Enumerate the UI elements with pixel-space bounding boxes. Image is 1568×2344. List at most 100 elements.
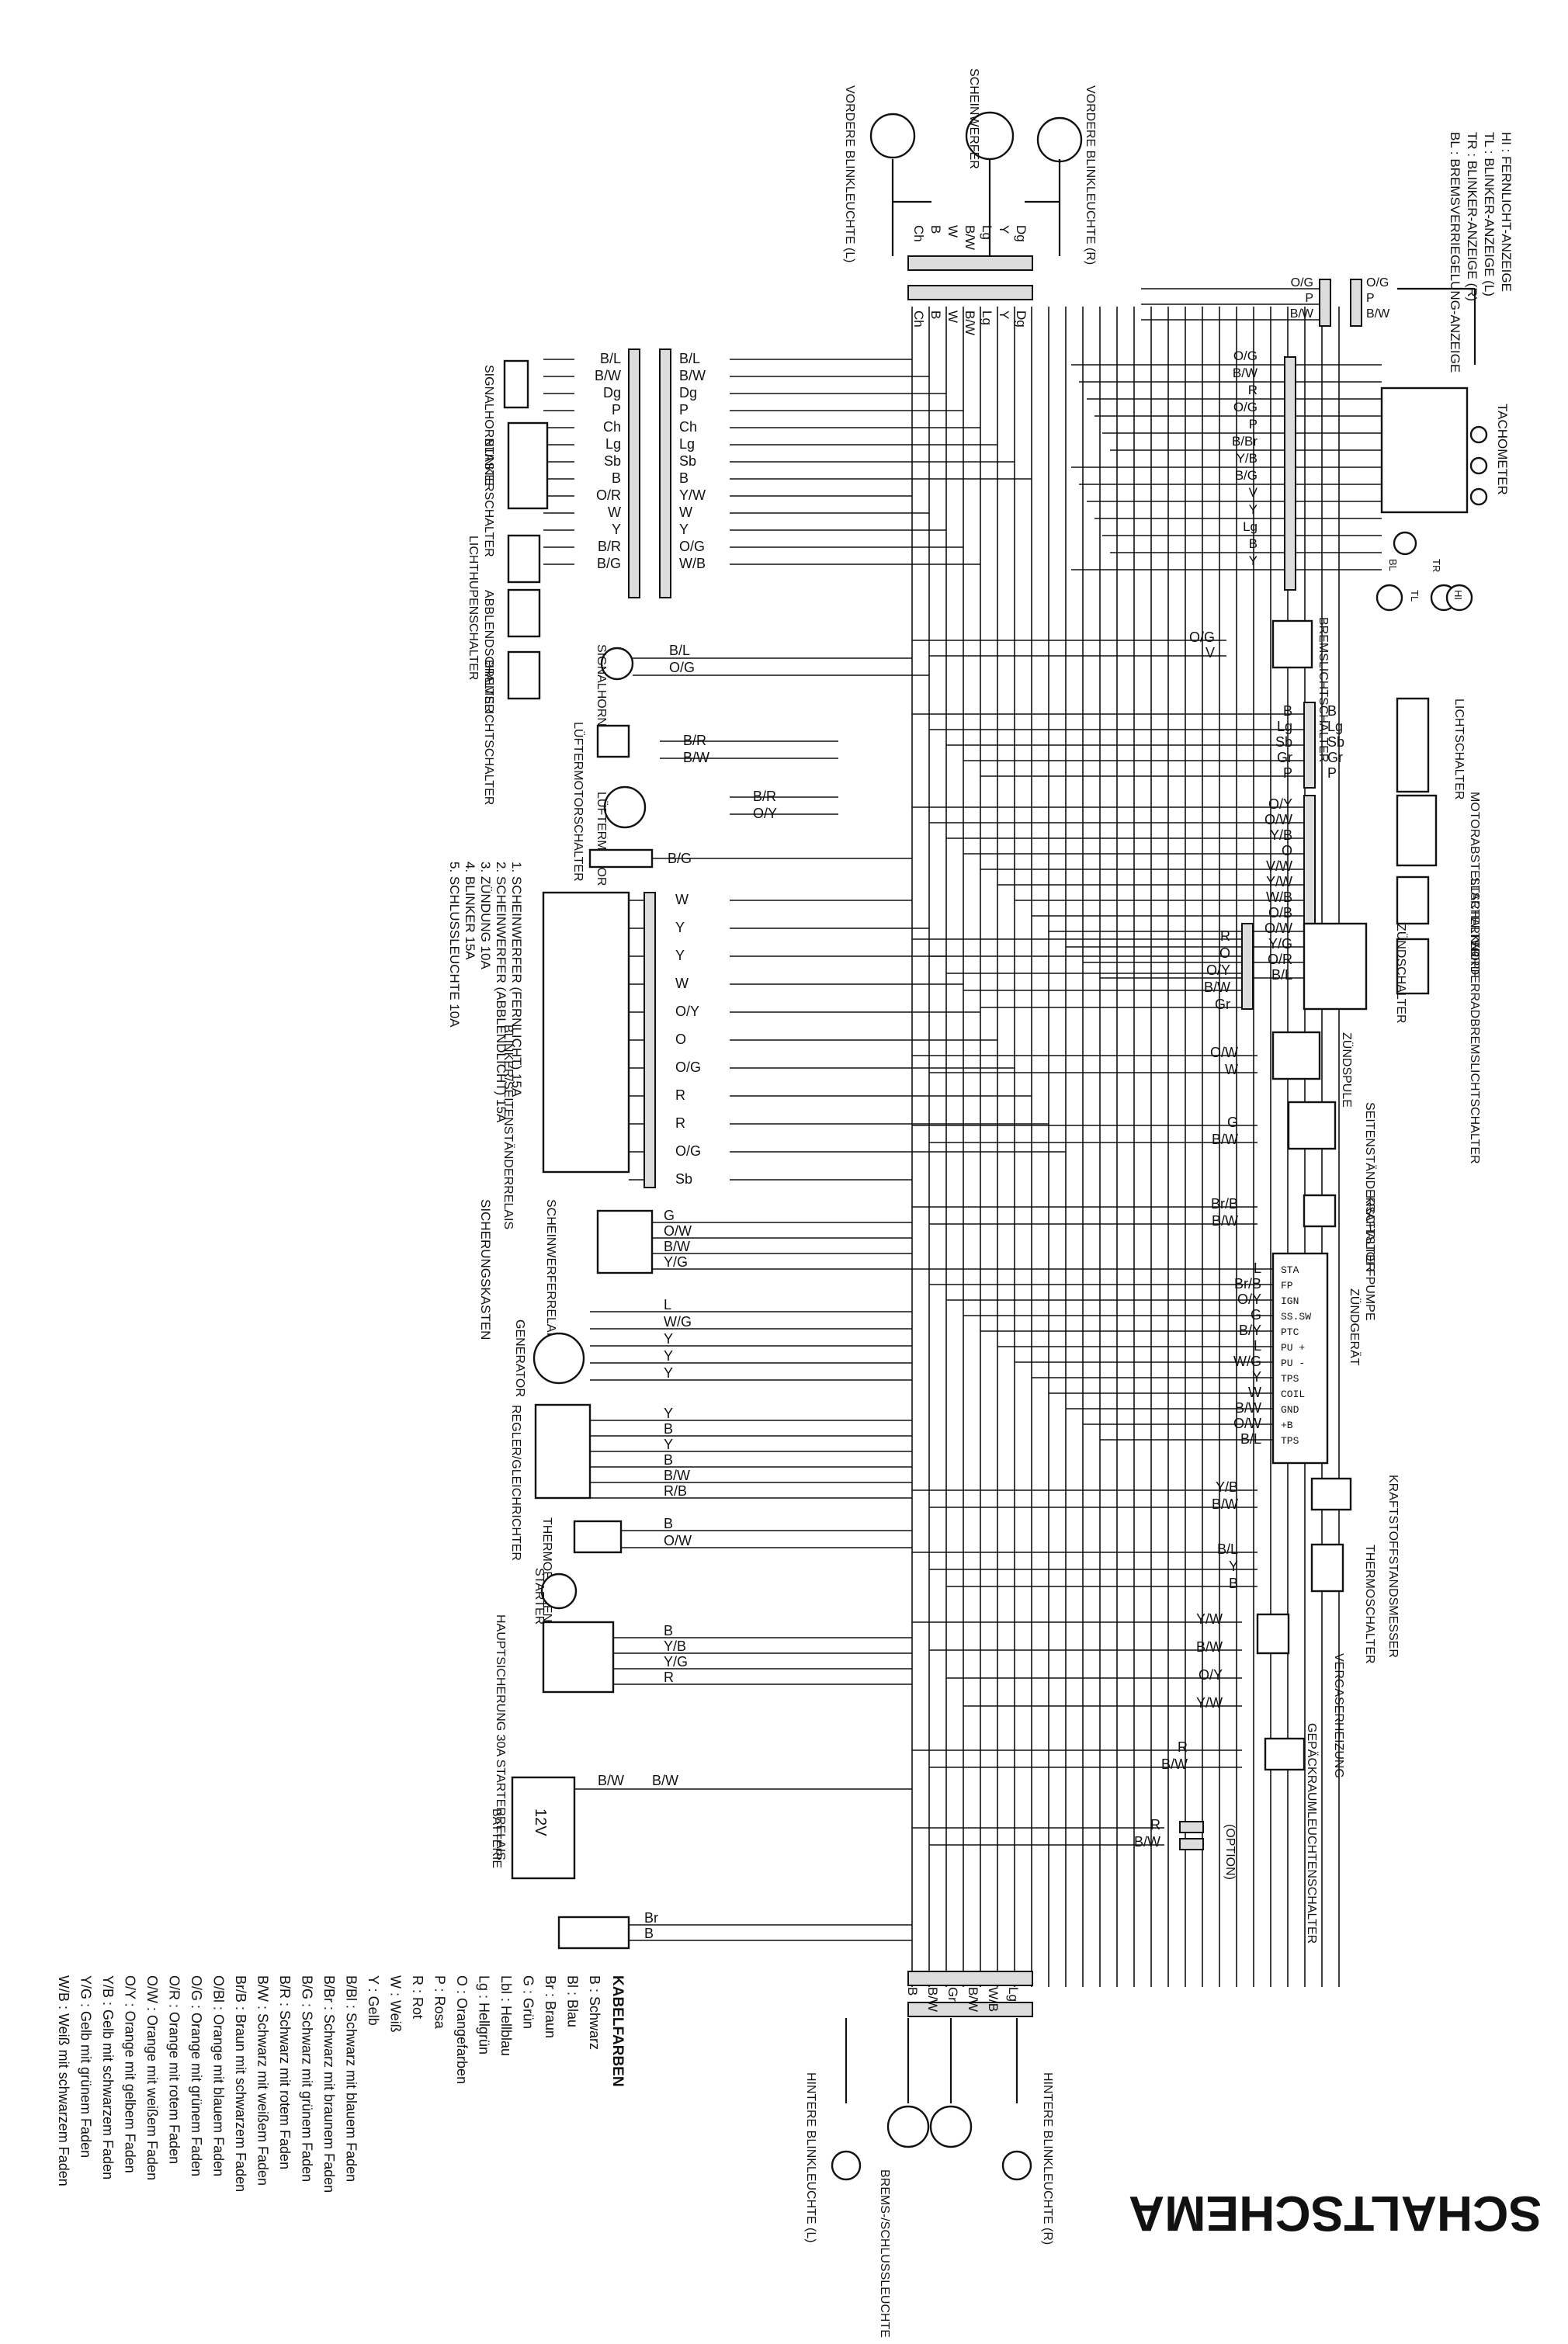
thermo-resistor-icon: [588, 848, 654, 869]
wire-color-label: Y: [1229, 1559, 1238, 1574]
component-label: STARTER: [532, 1568, 546, 1625]
component-label: HINTERE BLINKLEUCHTE (R): [1041, 2072, 1054, 2245]
front-indicator-right-icon: [1036, 116, 1083, 163]
wire-color-label: L: [664, 1297, 671, 1312]
wire-color-label: B: [1327, 703, 1337, 719]
wire-color-label: B/W: [1212, 1132, 1238, 1147]
wire-color-label: W: [675, 976, 689, 991]
wire-color-label: Y: [1249, 502, 1258, 517]
tacho-terminal-icon: [1469, 487, 1488, 506]
cable-color-entry: R : Rot: [410, 1975, 425, 2019]
cable-color-entry: O/W : Orange mit weißem Faden: [144, 1975, 160, 2180]
tachometer-label: TACHOMETER: [1495, 404, 1510, 495]
wire-color-label: Lg: [1006, 1987, 1021, 2002]
wire-color-label: V: [1249, 485, 1258, 500]
component-label: BATTERIE: [490, 1808, 503, 1868]
wire-color-label: Dg: [603, 385, 621, 400]
fuse-box: [542, 891, 630, 1174]
wire-color-label: W: [679, 505, 692, 520]
lightswitch-connector: [1303, 702, 1316, 789]
wire-color-label: O/W: [664, 1223, 692, 1239]
turn-switch-icon: [507, 421, 549, 510]
wire-color-label: Y: [997, 310, 1011, 319]
battery-icon: [511, 1776, 576, 1880]
luggage-switch-icon: [1264, 1737, 1306, 1771]
tacho-terminal-icon: [1469, 425, 1488, 444]
wire-color-label: O/G: [1189, 629, 1215, 645]
wire-color-label: Y/B: [1216, 1479, 1238, 1495]
carb-heater-icon: [1256, 1613, 1290, 1655]
cable-color-entry: B/G : Schwarz mit grünem Faden: [300, 1975, 315, 2182]
component-label: BREMSLICHTSCHALTER: [482, 660, 495, 805]
component-label: GEPÄCKRAUMLEUCHTENSCHALTER: [1305, 1723, 1319, 1944]
starter-button-icon: [1396, 876, 1430, 925]
headlight-relay-icon: [596, 1209, 654, 1274]
wire-color-label: Lg: [679, 436, 695, 452]
ignition-pin-label: FP: [1281, 1280, 1293, 1292]
component-label: MOTORABSTELLSCHALTER: [1468, 792, 1481, 958]
wire-color-label: B: [664, 1623, 673, 1638]
wire-color-label: W/B: [1266, 889, 1292, 905]
wire-color-label: B/W: [1233, 366, 1258, 380]
component-label: REGLER/GLEICHRICHTER: [509, 1405, 522, 1561]
generator-icon: [532, 1332, 585, 1385]
cable-color-entry: Y/G : Gelb mit grünem Faden: [78, 1975, 94, 2158]
wire-color-label: P: [679, 402, 689, 418]
fusebox-connector: [644, 892, 656, 1188]
dimmer-switch-icon: [507, 588, 541, 638]
wire-color-label: B/W: [1366, 307, 1390, 321]
wire-color-label: B/R: [683, 733, 706, 748]
component-label: BLINKERSCHALTER: [482, 439, 495, 557]
wire-color-label: Lg: [980, 310, 994, 325]
light-switch-icon: [1396, 697, 1430, 793]
kill-switch-icon: [1396, 794, 1438, 867]
front-indicator-left-icon: [869, 113, 916, 159]
headlight-label: SCHEINWERFER: [967, 68, 980, 169]
wire-color-label: Dg: [1014, 225, 1029, 242]
wire-color-label: V/W: [1266, 858, 1292, 874]
wire-color-label: V: [1205, 645, 1215, 661]
wire-color-label: R: [675, 1087, 685, 1103]
wire-color-label: B/W: [1196, 1639, 1223, 1655]
wire-color-label: B/G: [1235, 468, 1258, 483]
wire-color-label: Ch: [679, 419, 697, 435]
indicator-legend-item: BL : BREMSVERRIEGELUNG-ANZEIGE: [1448, 132, 1462, 373]
wire-color-label: O/G: [675, 1143, 701, 1159]
fuse-item: 1. SCHEINWERFER (FERNLICHT) 15A: [509, 862, 524, 1097]
wire-color-label: B: [664, 1421, 673, 1437]
cable-color-entry: Lg : Hellgrün: [477, 1975, 492, 2054]
cable-color-entry: O/Y : Orange mit gelbem Faden: [123, 1975, 138, 2173]
indicator-lamp-icon: [1445, 584, 1473, 612]
wire-color-label: W/B: [679, 556, 706, 571]
wire-color-label: G: [1227, 1115, 1238, 1130]
cable-color-entry: Y/B : Gelb mit schwarzem Faden: [100, 1975, 116, 2179]
component-label: LICHTSCHALTER: [1452, 699, 1466, 799]
wire-color-label: P: [1366, 292, 1375, 305]
wire-color-label: Br/B: [1211, 1196, 1238, 1212]
wire-color-label: B/W: [966, 1987, 980, 2012]
wire-color-label: B: [612, 470, 621, 486]
indicator-legend-item: TR : BLINKER-ANZEIGE (R): [1465, 132, 1480, 301]
wire-color-label: O: [1219, 945, 1230, 961]
wire-color-label: Gr: [945, 1987, 960, 2002]
wire-color-label: Y/W: [679, 487, 706, 503]
wire-color-label: O/Y: [1237, 1292, 1261, 1307]
wire-color-label: Br/B: [1234, 1276, 1261, 1292]
wire-color-label: O/G: [669, 660, 695, 675]
wire-color-label: O/W: [1264, 921, 1292, 936]
component-label: HAUPTSICHERUNG 30A STARTERRELAIS: [494, 1614, 507, 1860]
indicator-lamp-label: TR: [1431, 559, 1442, 572]
fusebox-heading: SICHERUNGSKASTEN: [478, 1199, 493, 1340]
component-label: SEITENSTÄNDERSCHALTER: [1363, 1102, 1377, 1271]
ignition-unit-box: [1271, 1252, 1329, 1465]
component-label: SIGNALHORNTASTE: [482, 365, 495, 486]
wire-color-label: Lg: [605, 436, 621, 452]
indicator-lamp-icon: [1375, 584, 1403, 612]
cable-color-entry: B/Bl : Schwarz mit blauem Faden: [344, 1975, 359, 2182]
connector: [1319, 279, 1331, 327]
wire-color-label: B/W: [664, 1239, 690, 1254]
wire-color-label: O/G: [1366, 276, 1389, 290]
fuse-item: 3. ZÜNDUNG 10A: [478, 862, 493, 970]
wire-color-label: P: [612, 402, 621, 418]
